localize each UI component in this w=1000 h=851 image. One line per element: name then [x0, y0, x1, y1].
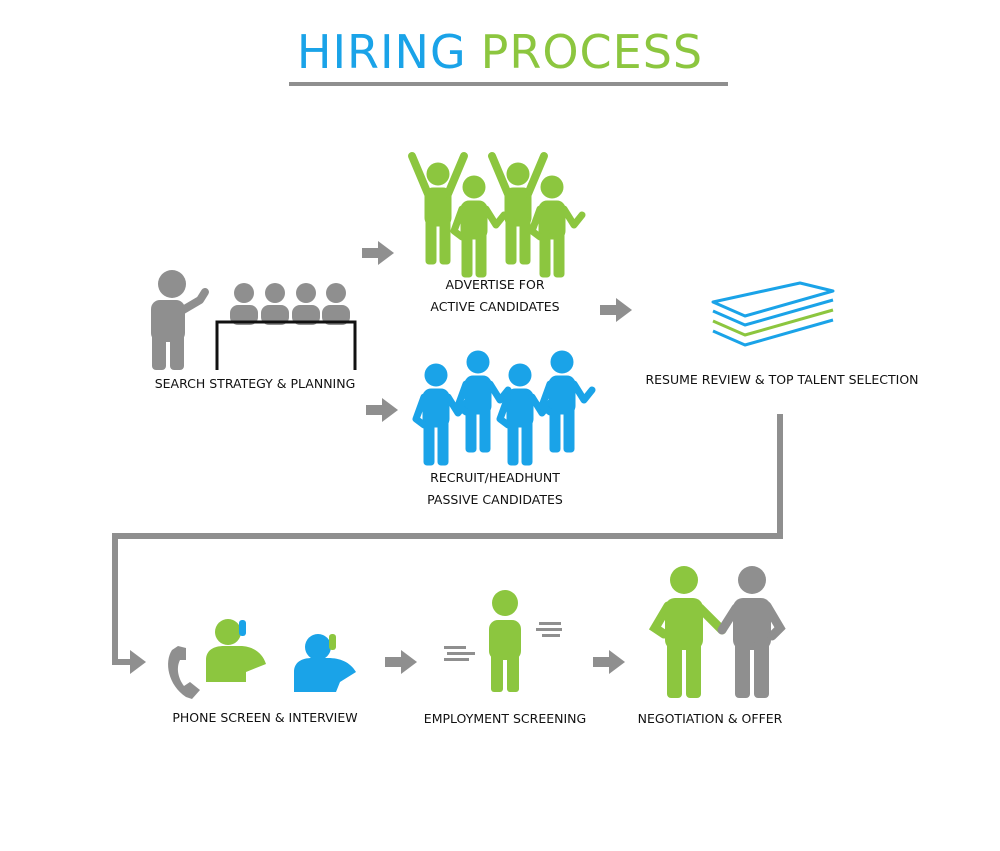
meeting-table-icon	[215, 283, 357, 370]
step-label-recruit-line2: PASSIVE CANDIDATES	[427, 492, 563, 507]
document-stack-icon	[711, 281, 835, 347]
step-label-resume: RESUME REVIEW & TOP TALENT SELECTION	[645, 372, 919, 387]
group-people-icon	[416, 351, 592, 465]
step-label-negotiation: NEGOTIATION & OFFER	[637, 711, 783, 726]
cheering-people-icon	[412, 156, 582, 277]
arrow-to-advertise	[362, 241, 394, 265]
step-label-advertise-line1: ADVERTISE FOR	[445, 277, 545, 292]
step-label-search: SEARCH STRATEGY & PLANNING	[154, 376, 356, 391]
title-part-hiring: HIRING	[296, 25, 467, 79]
handshake-icon	[648, 566, 786, 698]
step-label-phone: PHONE SCREEN & INTERVIEW	[172, 710, 358, 725]
step-label-recruit: RECRUIT/HEADHUNT PASSIVE CANDIDATES	[405, 467, 585, 511]
step-label-advertise: ADVERTISE FOR ACTIVE CANDIDATES	[405, 274, 585, 318]
connector-arrowhead	[130, 650, 146, 674]
arrow-to-resume	[600, 298, 632, 322]
title-underline	[289, 82, 728, 86]
arrow-to-recruit	[366, 398, 398, 422]
screening-person-icon	[444, 590, 562, 692]
arrow-to-negotiation	[593, 650, 625, 674]
step-label-advertise-line2: ACTIVE CANDIDATES	[430, 299, 560, 314]
step-label-employment: EMPLOYMENT SCREENING	[423, 711, 587, 726]
telephone-icon	[168, 646, 200, 699]
presenter-icon	[151, 270, 209, 370]
connector-line	[112, 414, 783, 665]
step-label-recruit-line1: RECRUIT/HEADHUNT	[430, 470, 560, 485]
caller-icon	[206, 619, 356, 692]
arrow-to-employment	[385, 650, 417, 674]
title-part-process: PROCESS	[480, 25, 704, 79]
